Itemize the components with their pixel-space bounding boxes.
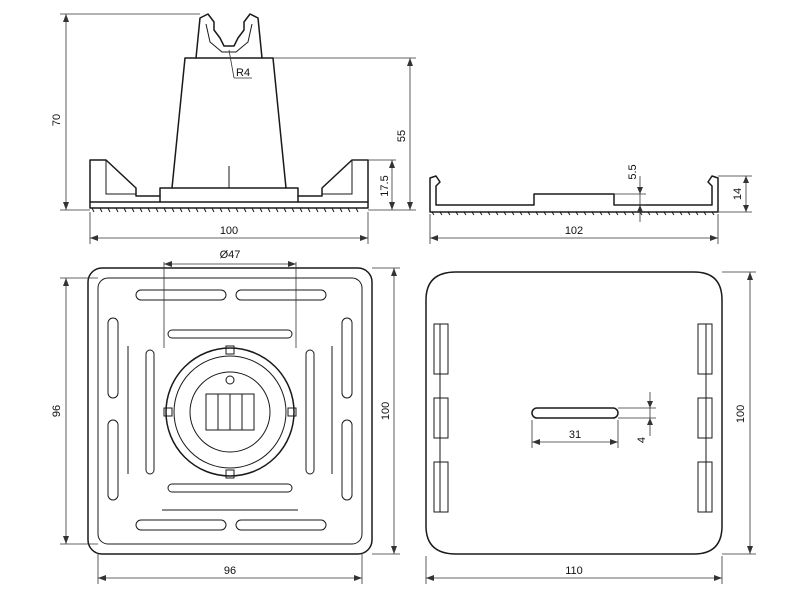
plan-inner-ring [173, 355, 287, 469]
side-cone [171, 57, 287, 189]
bottom-tab-right-1 [697, 323, 713, 375]
side-dimensions: 70 55 17.5 100 [51, 13, 416, 244]
bottom-center-slot [531, 407, 619, 419]
dim-label-96-left: 96 [51, 405, 63, 417]
bottom-tab-left-1 [433, 323, 449, 375]
plan-inner-frame [97, 277, 363, 545]
dim-label-102: 102 [565, 225, 583, 237]
side-base-block [159, 187, 299, 203]
plan-outer-ring [165, 347, 295, 477]
dim-label-31: 31 [569, 429, 581, 441]
plan-center-hole [225, 375, 235, 385]
plan-outer-frame [87, 267, 373, 555]
plan-core-ring [189, 371, 271, 453]
dim-label-dia: Ø47 [220, 249, 241, 261]
bottom-tab-right-3 [697, 461, 713, 513]
side-left-wing-inner [105, 160, 136, 195]
side-right-wing-inner [322, 160, 353, 195]
dim-arrows-4 [647, 401, 653, 425]
plan-dimensions: Ø47 96 100 96 [51, 249, 400, 584]
radius-leader [228, 49, 235, 79]
section-profile [429, 175, 719, 213]
section-ribs [431, 211, 715, 216]
plan-slot-inner-bottom [167, 483, 293, 493]
dim-label-5-5: 5.5 [627, 164, 639, 179]
plan-slot-left-inner [145, 349, 155, 475]
bottom-tab-left-2 [433, 397, 449, 439]
side-top-clamp [195, 13, 263, 59]
dim-label-55: 55 [396, 130, 408, 142]
dim-label-100-right: 100 [380, 402, 392, 420]
bottom-view: 31 4 100 110 [425, 271, 756, 584]
plan-slot-right-bottom [341, 419, 353, 501]
dim-label-110: 110 [565, 565, 583, 577]
plan-slot-bottom-left [135, 519, 227, 531]
bottom-tab-right-2 [697, 397, 713, 439]
plan-slot-bottom-right [235, 519, 327, 531]
plan-slot-right-top [341, 317, 353, 399]
dim-label-96-bottom: 96 [224, 565, 236, 577]
dim-arrows-5-5 [637, 187, 643, 212]
dim-label-14: 14 [732, 188, 744, 200]
side-base-plate [89, 201, 369, 209]
plan-notch-left [163, 407, 173, 417]
bottom-outline [425, 271, 723, 555]
side-left-wing [89, 159, 161, 203]
bottom-tab-left-3 [433, 461, 449, 513]
plan-notch-bottom [225, 469, 235, 479]
side-view: R4 [89, 13, 369, 213]
section-view: 5.5 14 102 [429, 164, 752, 244]
radius-label: R4 [236, 67, 250, 79]
plan-slot-top-right [235, 289, 327, 301]
side-base-ribs [91, 207, 359, 213]
plan-notch-right [287, 407, 297, 417]
dim-label-4: 4 [636, 437, 648, 443]
dim-label-100-bottomview: 100 [735, 405, 747, 423]
plan-slot-top-left [135, 289, 227, 301]
side-right-wing [297, 159, 369, 203]
plan-slot-inner-top [167, 329, 293, 339]
plan-notch-top [225, 345, 235, 355]
dim-label-70: 70 [51, 114, 63, 126]
plan-slot-right-inner [305, 349, 315, 475]
plan-slot-left-top [107, 317, 119, 399]
dim-label-17-5: 17.5 [379, 175, 391, 196]
dim-label-100-top: 100 [220, 225, 238, 237]
plan-view [87, 267, 373, 555]
plan-slot-left-bottom [107, 419, 119, 501]
side-clamp-inner [205, 23, 253, 53]
